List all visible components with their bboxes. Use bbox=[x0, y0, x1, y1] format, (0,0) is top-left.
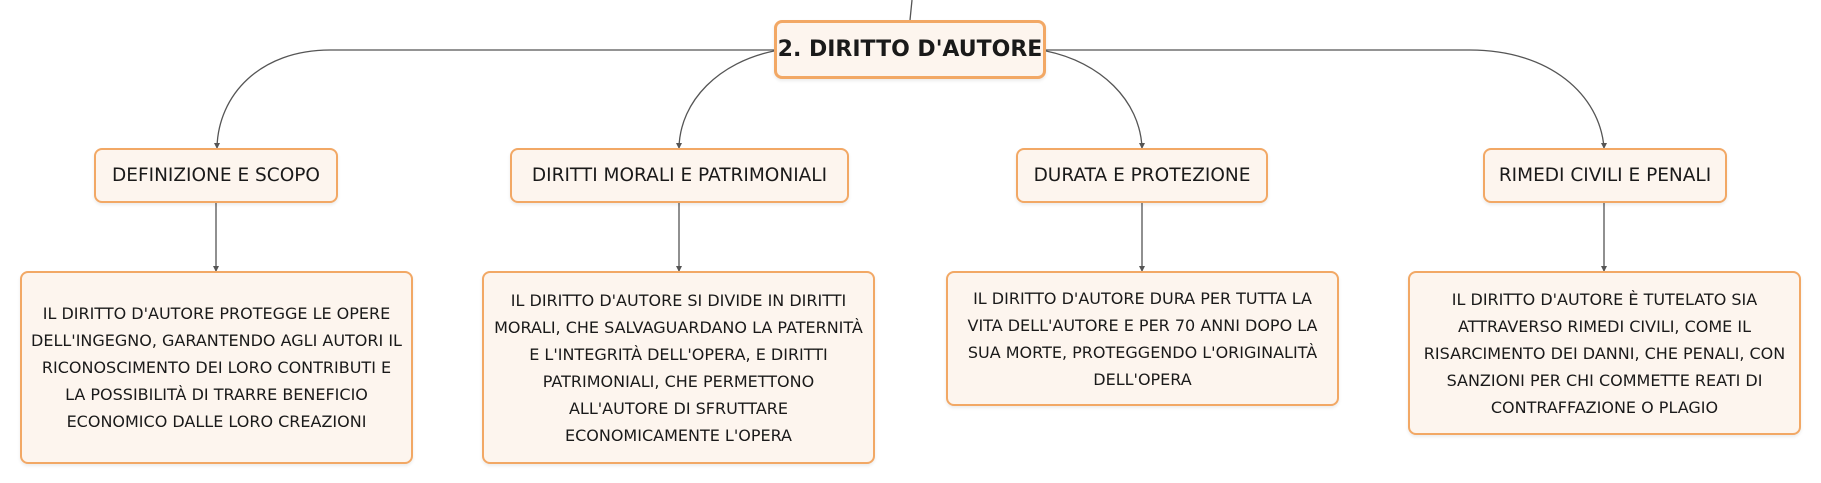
detail-text: IL DIRITTO D'AUTORE PROTEGGE LE OPERE DE… bbox=[31, 304, 402, 431]
detail-diritti-morali-e-patrimoniali[interactable]: IL DIRITTO D'AUTORE SI DIVIDE IN DIRITTI… bbox=[482, 271, 875, 464]
connector-root-b3 bbox=[1045, 50, 1143, 149]
connector-root-b4 bbox=[1046, 49, 1605, 149]
detail-definizione-e-scopo[interactable]: IL DIRITTO D'AUTORE PROTEGGE LE OPERE DE… bbox=[20, 271, 413, 464]
parent-connector bbox=[909, 0, 913, 21]
root-topic-label: 2. DIRITTO D'AUTORE bbox=[777, 37, 1043, 62]
branch-durata-e-protezione[interactable]: DURATA E PROTEZIONE bbox=[1016, 148, 1268, 203]
detail-text: IL DIRITTO D'AUTORE DURA PER TUTTA LA VI… bbox=[967, 288, 1318, 389]
branch-label: DIRITTI MORALI E PATRIMONIALI bbox=[531, 165, 828, 186]
branch-definizione-e-scopo[interactable]: DEFINIZIONE E SCOPO bbox=[94, 148, 338, 203]
detail-text: IL DIRITTO D'AUTORE SI DIVIDE IN DIRITTI… bbox=[494, 290, 863, 445]
branch-diritti-morali-e-patrimoniali[interactable]: DIRITTI MORALI E PATRIMONIALI bbox=[510, 148, 849, 203]
root-topic[interactable]: 2. DIRITTO D'AUTORE bbox=[774, 20, 1046, 79]
connector-root-b2 bbox=[678, 50, 775, 149]
connector-root-b1 bbox=[216, 49, 774, 149]
detail-rimedi-civili-e-penali[interactable]: IL DIRITTO D'AUTORE È TUTELATO SIA ATTRA… bbox=[1408, 271, 1801, 435]
branch-rimedi-civili-e-penali[interactable]: RIMEDI CIVILI E PENALI bbox=[1483, 148, 1727, 203]
detail-durata-e-protezione[interactable]: IL DIRITTO D'AUTORE DURA PER TUTTA LA VI… bbox=[946, 271, 1339, 406]
detail-text: IL DIRITTO D'AUTORE È TUTELATO SIA ATTRA… bbox=[1423, 289, 1786, 417]
branch-label: DEFINIZIONE E SCOPO bbox=[112, 165, 320, 186]
branch-label: RIMEDI CIVILI E PENALI bbox=[1498, 165, 1712, 186]
branch-label: DURATA E PROTEZIONE bbox=[1033, 165, 1251, 186]
